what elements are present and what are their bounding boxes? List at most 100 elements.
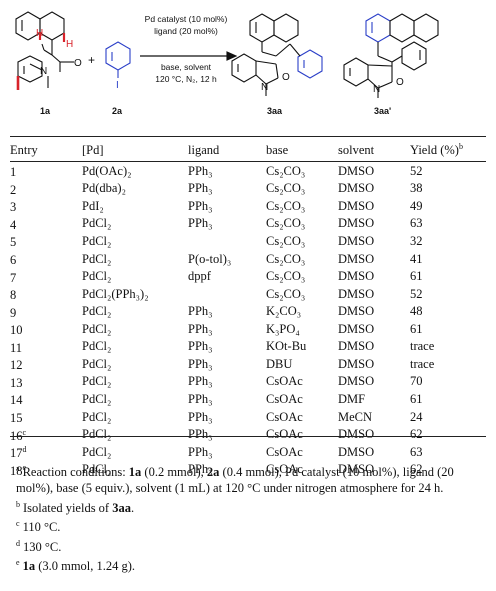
cell-entry: 11 <box>10 340 23 355</box>
cell-base: KOt-Bu <box>266 339 307 354</box>
cell-ligand: PPh₃ <box>188 444 213 459</box>
cell-pd: PdCl₂ <box>82 304 112 319</box>
cell-solvent: DMSO <box>338 269 375 284</box>
atom-o-label: O <box>282 72 290 83</box>
cell-yield: 61 <box>410 269 423 284</box>
cell-yield: 24 <box>410 409 423 424</box>
condition-base-solvent: base, solvent <box>161 62 212 72</box>
cell-ligand: PPh₃ <box>188 304 213 319</box>
compound-2a-structure <box>105 41 131 78</box>
cell-base: Cs₂CO₃ <box>266 269 306 284</box>
cell-pd: PdI₂ <box>82 198 104 213</box>
cell-yield: 49 <box>410 198 423 213</box>
table-header-row: Entry [Pd] ligand base solvent Yield (%)… <box>10 137 486 162</box>
cell-ligand: PPh₃ <box>188 392 213 407</box>
cell-entry: 3 <box>10 200 17 215</box>
cell-pd: PdCl₂ <box>82 269 112 284</box>
table-row: 11 PdCl₂ PPh₃ KOt-Bu DMSO trace <box>10 338 486 356</box>
cell-yield: 38 <box>410 181 423 196</box>
cell-solvent: DMSO <box>338 339 375 354</box>
compound-label-3aa-prime: 3aa' <box>374 106 391 116</box>
cell-yield: trace <box>410 339 435 354</box>
condition-temperature: 120 °C, N₂, 12 h <box>155 74 217 84</box>
cell-base: CsOAc <box>266 427 303 442</box>
header-pd: [Pd] <box>82 142 104 157</box>
condition-ligand: ligand (20 mol%) <box>154 26 218 36</box>
cell-yield: 32 <box>410 233 423 248</box>
cell-yield: 63 <box>410 444 423 459</box>
cell-entry: 15 <box>10 411 23 426</box>
atom-n-label: N <box>40 66 47 77</box>
cell-solvent: DMSO <box>338 216 375 231</box>
compound-label-3aa: 3aa <box>267 106 283 116</box>
header-entry: Entry <box>10 142 38 157</box>
cell-yield: 52 <box>410 286 423 301</box>
cell-pd: PdCl₂ <box>82 233 112 248</box>
cell-pd: PdCl₂ <box>82 216 112 231</box>
cell-pd: PdCl₂ <box>82 339 112 354</box>
cell-ligand: PPh₃ <box>188 374 213 389</box>
atom-h-label: H <box>36 28 43 39</box>
cell-base: Cs₂CO₃ <box>266 251 306 266</box>
atom-o-label: O <box>74 58 82 69</box>
cell-entry: 1 <box>10 165 17 180</box>
cell-solvent: DMSO <box>338 304 375 319</box>
cell-base: DBU <box>266 356 293 371</box>
cell-pd: PdCl₂(PPh₃)₂ <box>82 286 149 301</box>
cell-solvent: DMSO <box>338 286 375 301</box>
cell-solvent: DMSO <box>338 427 375 442</box>
cell-base: K₃PO₄ <box>266 321 300 336</box>
cell-base: Cs₂CO₃ <box>266 286 306 301</box>
atom-n-label: N <box>261 82 268 93</box>
compound-1a-structure <box>15 11 74 90</box>
cell-solvent: DMF <box>338 392 366 407</box>
footnote-mark: d <box>22 445 27 455</box>
cell-entry: 2 <box>10 182 17 197</box>
cell-base: K₂CO₃ <box>266 304 302 319</box>
cell-pd: PdCl₂ <box>82 392 112 407</box>
atom-n-label: N <box>373 84 380 95</box>
atom-i-label: I <box>116 80 119 91</box>
cell-base: Cs₂CO₃ <box>266 198 306 213</box>
header-ligand: ligand <box>188 142 220 157</box>
cell-pd: PdCl₂ <box>82 356 112 371</box>
cell-entry: 10 <box>10 323 23 338</box>
cell-ligand: PPh₃ <box>188 462 213 477</box>
cell-pd: PdCl₂ <box>82 251 112 266</box>
cell-ligand: PPh₃ <box>188 216 213 231</box>
header-base: base <box>266 142 289 157</box>
cell-ligand: PPh₃ <box>188 181 213 196</box>
cell-ligand: PPh₃ <box>188 356 213 371</box>
cell-base: CsOAc <box>266 409 303 424</box>
atom-h-label: H <box>66 39 73 50</box>
cell-ligand: PPh₃ <box>188 198 213 213</box>
cell-solvent: DMSO <box>338 181 375 196</box>
cell-ligand: PPh₃ <box>188 427 213 442</box>
cell-ligand: PPh₃ <box>188 321 213 336</box>
cell-yield: 52 <box>410 163 423 178</box>
reaction-scheme: H H N O I N O N O + Pd catalyst (10 mol%… <box>15 11 439 116</box>
cell-entry: 18e <box>10 462 27 478</box>
cell-ligand <box>188 285 266 303</box>
cell-solvent: MeCN <box>338 409 373 424</box>
cell-base: Cs₂CO₃ <box>266 163 306 178</box>
cell-ligand: PPh₃ <box>188 339 213 354</box>
footnote-mark: e <box>22 462 27 472</box>
cell-solvent: DMSO <box>338 163 375 178</box>
cell-yield: 62 <box>410 427 423 442</box>
cell-yield: 62 <box>410 462 423 477</box>
